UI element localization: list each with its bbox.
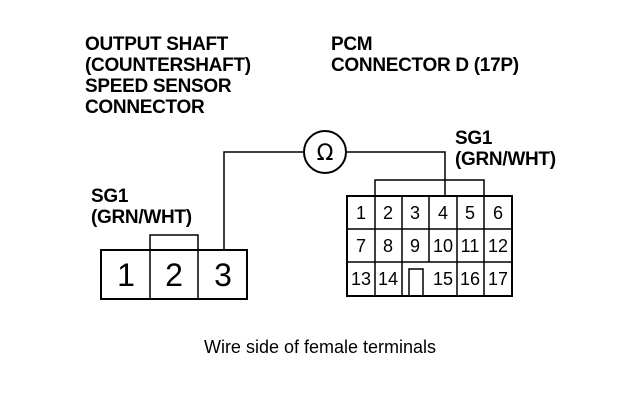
pcm-terminal-11: 11 — [461, 236, 480, 256]
pcm-terminal-1: 1 — [356, 203, 366, 223]
sensor-wire-label: SG1 (GRN/WHT) — [91, 186, 192, 228]
pcm-terminal-3: 3 — [410, 203, 420, 223]
pcm-terminal-6: 6 — [493, 203, 503, 223]
pcm-lock-tab — [374, 179, 485, 196]
sensor-terminal-2: 2 — [165, 257, 183, 293]
sensor-connector-body — [100, 249, 248, 300]
pcm-terminal-2: 2 — [383, 203, 393, 223]
pcm-terminal-13: 13 — [351, 269, 371, 289]
pcm-terminal-8: 8 — [383, 236, 393, 256]
pcm-terminal-14: 14 — [378, 269, 398, 289]
ohmmeter-circle — [303, 130, 347, 174]
wire-signal: SG1 — [455, 128, 493, 149]
title-line: PCM — [331, 34, 373, 55]
diagram-caption: Wire side of female terminals — [203, 337, 437, 357]
pcm-connector-title: PCM CONNECTOR D (17P) — [331, 34, 519, 76]
pcm-terminal-10: 10 — [433, 236, 453, 256]
sensor-terminal-1: 1 — [117, 257, 135, 293]
pcm-terminal-17: 17 — [488, 269, 508, 289]
pcm-terminal-5: 5 — [465, 203, 475, 223]
pcm-terminal-16: 16 — [460, 269, 480, 289]
wire-signal: SG1 — [91, 186, 129, 207]
title-line: (COUNTERSHAFT) — [85, 55, 251, 76]
pcm-wire-label: SG1 (GRN/WHT) — [455, 128, 556, 170]
pcm-key-slot — [408, 268, 424, 296]
wire-color: (GRN/WHT) — [91, 207, 192, 228]
title-line: OUTPUT SHAFT — [85, 34, 229, 55]
title-line: CONNECTOR D (17P) — [331, 55, 519, 76]
sensor-lock-tab — [149, 234, 199, 250]
pcm-terminal-12: 12 — [488, 236, 508, 256]
sensor-terminal-3: 3 — [214, 257, 232, 293]
pcm-terminal-7: 7 — [356, 236, 366, 256]
title-line: CONNECTOR — [85, 97, 205, 118]
pcm-terminal-4: 4 — [438, 203, 448, 223]
ohm-symbol: Ω — [317, 141, 334, 166]
sensor-connector-title: OUTPUT SHAFT (COUNTERSHAFT) SPEED SENSOR… — [85, 34, 251, 118]
wire-meter-to-pcm — [347, 151, 446, 196]
wire-sensor-to-meter — [223, 151, 304, 250]
pcm-terminal-9: 9 — [410, 236, 420, 256]
pcm-terminal-15: 15 — [433, 269, 453, 289]
wire-color: (GRN/WHT) — [455, 149, 556, 170]
title-line: SPEED SENSOR — [85, 76, 232, 97]
